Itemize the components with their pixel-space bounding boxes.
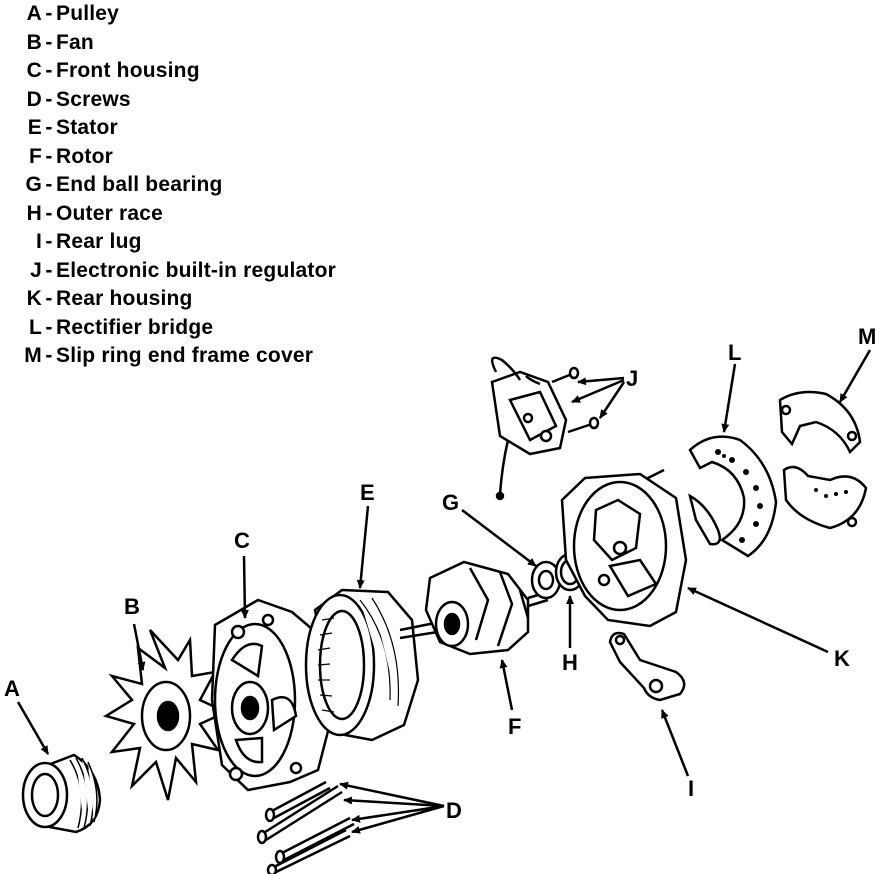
- legend-letter: I: [35, 230, 42, 254]
- callout-m: M: [858, 324, 876, 349]
- legend-item-slip-ring-cover: M-Slip ring end frame cover: [18, 342, 336, 371]
- leader-line-d-1: [339, 781, 445, 808]
- leader-line-j-3: [598, 381, 626, 419]
- legend-label: Rear lug: [56, 230, 142, 254]
- callout-j: J: [626, 366, 638, 391]
- legend-item-stator: E-Stator: [18, 114, 336, 143]
- pulley-part: [21, 753, 102, 834]
- legend-label: Front housing: [56, 59, 200, 83]
- leader-lines: [16, 349, 872, 834]
- end-ball-bearing-part: [530, 560, 562, 600]
- legend-separator: -: [45, 344, 53, 368]
- front-housing-part: [210, 598, 338, 792]
- legend-item-pulley: A-Pulley: [18, 0, 336, 29]
- callout-g: G: [442, 490, 459, 515]
- leader-line-d-3: [351, 804, 445, 823]
- legend-letter: H: [26, 201, 42, 225]
- legend-label: Electronic built-in regulator: [56, 258, 336, 282]
- legend-letter: J: [30, 258, 42, 282]
- legend-separator: -: [45, 173, 53, 197]
- legend-separator: -: [45, 59, 53, 83]
- callout-e: E: [360, 480, 375, 505]
- legend-item-front-housing: C-Front housing: [18, 57, 336, 86]
- legend-item-regulator: J-Electronic built-in regulator: [18, 257, 336, 286]
- legend-letter: K: [26, 287, 42, 311]
- slip-ring-cover-part: [778, 390, 868, 530]
- legend-item-rotor: F-Rotor: [18, 143, 336, 172]
- callout-d: D: [446, 798, 462, 823]
- legend-separator: -: [45, 230, 53, 254]
- legend-letter: C: [26, 59, 42, 83]
- legend-separator: -: [45, 87, 53, 111]
- rear-lug-part: [608, 631, 686, 702]
- legend-separator: -: [45, 144, 53, 168]
- legend-label: Rotor: [56, 144, 113, 168]
- leader-line-d-4: [351, 804, 445, 834]
- parts-legend: A-Pulley B-Fan C-Front housing D-Screws …: [18, 0, 336, 371]
- leader-line-a: [16, 701, 50, 755]
- legend-item-rear-housing: K-Rear housing: [18, 285, 336, 314]
- callout-h: H: [562, 650, 578, 675]
- leader-line-j-2: [571, 378, 625, 404]
- legend-separator: -: [45, 201, 53, 225]
- leader-line-l: [721, 363, 737, 433]
- legend-label: Fan: [56, 30, 94, 54]
- legend-letter: F: [28, 144, 42, 168]
- legend-letter: B: [26, 30, 42, 54]
- legend-label: Stator: [56, 116, 118, 140]
- legend-letter: L: [28, 315, 42, 339]
- leader-line-c: [240, 555, 249, 619]
- leader-line-f: [499, 659, 514, 711]
- legend-separator: -: [45, 2, 53, 26]
- callout-l: L: [728, 340, 741, 365]
- legend-label: Slip ring end frame cover: [56, 344, 314, 368]
- leader-line-k: [687, 586, 829, 654]
- rotor-part: [399, 560, 549, 656]
- legend-letter: M: [24, 344, 42, 368]
- legend-separator: -: [45, 116, 53, 140]
- legend-label: Outer race: [56, 201, 164, 225]
- callout-a: A: [4, 676, 20, 701]
- legend-separator: -: [45, 287, 53, 311]
- legend-separator: -: [45, 30, 53, 54]
- callout-f: F: [508, 714, 521, 739]
- callout-k: K: [834, 646, 850, 671]
- legend-item-fan: B-Fan: [18, 29, 336, 58]
- legend-letter: E: [27, 116, 42, 140]
- fan-part: [102, 629, 229, 801]
- leader-line-j-1: [577, 376, 625, 386]
- leader-line-e: [356, 505, 370, 589]
- rectifier-bridge-part: [688, 435, 778, 558]
- legend-letter: G: [25, 173, 42, 197]
- legend-label: Pulley: [56, 2, 120, 26]
- leader-line-d-2: [343, 796, 445, 808]
- stator-part: [304, 588, 420, 742]
- screws-part: [256, 780, 355, 874]
- legend-item-rectifier-bridge: L-Rectifier bridge: [18, 314, 336, 343]
- legend-item-end-ball-bearing: G-End ball bearing: [18, 171, 336, 200]
- leader-line-m: [838, 349, 872, 403]
- legend-separator: -: [45, 315, 53, 339]
- callout-i: I: [688, 776, 694, 801]
- callout-c: C: [234, 528, 250, 553]
- legend-label: Rectifier bridge: [56, 315, 214, 339]
- rear-housing-part: [560, 468, 688, 628]
- leader-line-b: [132, 623, 146, 671]
- legend-item-screws: D-Screws: [18, 86, 336, 115]
- legend-separator: -: [45, 258, 53, 282]
- leader-line-i: [660, 709, 690, 777]
- callout-b: B: [124, 594, 140, 619]
- legend-item-outer-race: H-Outer race: [18, 200, 336, 229]
- legend-label: Rear housing: [56, 287, 193, 311]
- legend-letter: D: [26, 87, 42, 111]
- leader-line-g: [461, 509, 537, 567]
- legend-item-rear-lug: I-Rear lug: [18, 228, 336, 257]
- regulator-part: [490, 356, 600, 501]
- legend-label: Screws: [56, 87, 131, 111]
- legend-letter: A: [26, 2, 42, 26]
- legend-label: End ball bearing: [56, 173, 223, 197]
